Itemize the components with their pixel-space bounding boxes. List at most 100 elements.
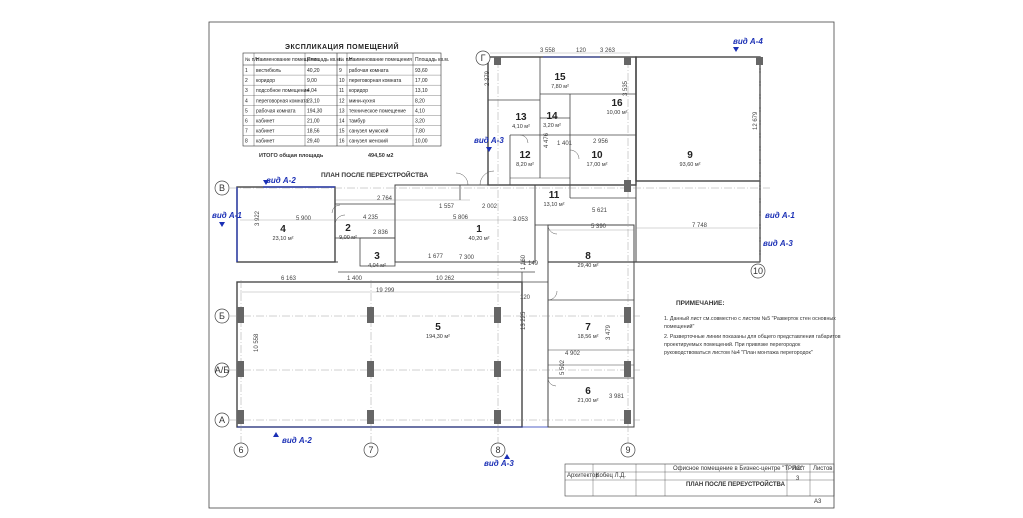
dimension-label: 7 748 xyxy=(692,223,708,229)
room-number: 6 xyxy=(585,386,591,397)
dimension-label: 3 981 xyxy=(609,394,625,400)
room-number: 2 xyxy=(345,223,351,234)
room-area: 29,40 м² xyxy=(578,263,599,269)
table-cell: 8,20 xyxy=(415,98,425,104)
dimension-label: 2 956 xyxy=(593,139,609,145)
dimension-label: 5 900 xyxy=(296,216,312,222)
room-area: 9,00 м² xyxy=(339,235,357,241)
table-cell: мини-кухня xyxy=(349,98,375,104)
room-area: 23,10 м² xyxy=(273,236,294,242)
plan-walls xyxy=(236,56,761,428)
axis-circle xyxy=(620,442,636,458)
table-cell: 14 xyxy=(339,119,345,125)
table-cell: тамбур xyxy=(349,119,366,125)
table-cell: 93,60 xyxy=(415,68,428,74)
table-cell: 3,20 xyxy=(415,119,425,125)
room-area: 194,30 м² xyxy=(426,334,450,340)
view-marker-a4: вид А-4 xyxy=(733,37,763,46)
room-area: 8,20 м² xyxy=(516,162,534,168)
structural-columns xyxy=(237,57,763,424)
stamp-project: Офисное помещение в Бизнес-центре "ТРИО" xyxy=(673,466,803,472)
dimension-label: 5 390 xyxy=(591,224,607,230)
dimension-label: 1 677 xyxy=(428,254,444,260)
room-number: 7 xyxy=(585,322,591,333)
room-area: 7,80 м² xyxy=(551,84,569,90)
stamp-title: ПЛАН ПОСЛЕ ПЕРЕУСТРОЙСТВА xyxy=(686,480,786,488)
room-area: 3,20 м² xyxy=(543,123,561,129)
dimension-label: 7 300 xyxy=(459,255,475,261)
room-area: 4,10 м² xyxy=(512,124,530,130)
door-swings xyxy=(331,134,580,387)
table-cell: подсобное помещение xyxy=(256,88,309,94)
table-cell: техническое помещение xyxy=(349,108,406,114)
table-cell: 4 xyxy=(245,98,248,104)
dimension-label: 1 160 xyxy=(521,254,527,270)
table-cell: 5 xyxy=(245,108,248,114)
table-cell: 10 xyxy=(339,78,345,84)
explication-table: ЭКСПЛИКАЦИЯ ПОМЕЩЕНИЙ № п/пНаименование … xyxy=(242,42,449,159)
dimension-label: 3 479 xyxy=(606,324,612,340)
room-area: 10,00 м² xyxy=(607,110,628,116)
notes-line-1: 1. Данный лист см.совместно с листом №5 … xyxy=(664,315,836,322)
dimension-label: 5 621 xyxy=(592,208,608,214)
table-cell: кабинет xyxy=(256,139,275,145)
view-marker-a2-top: вид А-2 xyxy=(266,176,296,185)
axis-circle xyxy=(475,50,491,66)
table-cell: 11 xyxy=(339,88,344,94)
room-number: 15 xyxy=(554,72,566,83)
room-number: 5 xyxy=(435,322,441,333)
room-number: 9 xyxy=(687,150,693,161)
view-marker-a1-left: вид А-1 xyxy=(212,211,242,220)
table-cell: 23,10 xyxy=(307,98,320,104)
table-cell: 21,00 xyxy=(307,119,320,125)
axis-row-label: Г xyxy=(481,53,486,63)
table-cell: 4,10 xyxy=(415,108,425,114)
room-area: 18,56 м² xyxy=(578,334,599,340)
room-number: 10 xyxy=(591,150,603,161)
view-marker-a3-top: вид А-3 xyxy=(474,136,504,145)
view-marker-a1-right: вид А-1 xyxy=(765,211,795,220)
table-cell: кабинет xyxy=(256,129,275,135)
notes-line-4: проектируемых помещений. При привязке пе… xyxy=(664,341,801,348)
room-area: 13,10 м² xyxy=(544,202,565,208)
table-cell: 7,80 xyxy=(415,129,425,135)
dimension-label: 3 263 xyxy=(600,48,616,54)
room-area: 4,04 м² xyxy=(368,263,386,269)
dimension-label: 120 xyxy=(576,48,587,54)
table-cell: 29,40 xyxy=(307,139,320,145)
dimension-label: 2 764 xyxy=(377,196,393,202)
table-cell: 2 xyxy=(245,78,248,84)
table-cell: рабочая комната xyxy=(256,108,296,114)
table-cell: 1 xyxy=(245,68,248,74)
axis-circle xyxy=(214,362,230,378)
dimension-label: 10 262 xyxy=(436,276,455,282)
table-header-cell: № п/п xyxy=(339,57,353,63)
table-cell: коридор xyxy=(349,88,368,94)
table-cell: 9 xyxy=(339,68,342,74)
dimension-label: 4 235 xyxy=(363,215,379,221)
axis-circle xyxy=(490,442,506,458)
table-header-cell: № п/п xyxy=(245,57,259,63)
notes-title: ПРИМЕЧАНИЕ: xyxy=(676,300,725,307)
dimension-label: 1 557 xyxy=(439,204,455,210)
table-cell: кабинет xyxy=(256,119,275,125)
table-cell: 16 xyxy=(339,139,345,145)
table-cell: 10,00 xyxy=(415,139,428,145)
table-cell: 15 xyxy=(339,129,345,135)
dimension-label: 5 502 xyxy=(560,359,566,375)
table-cell: 12 xyxy=(339,98,345,104)
view-marker-a2-bottom: вид А-2 xyxy=(282,436,312,445)
room-number: 8 xyxy=(585,251,591,262)
axis-circle xyxy=(233,442,249,458)
axis-circle xyxy=(214,412,230,428)
dimension-label: 3 922 xyxy=(255,210,261,226)
dimension-label: 4 902 xyxy=(565,351,581,357)
room-number: 13 xyxy=(515,112,527,123)
stamp-format: А3 xyxy=(814,499,822,505)
axis-row-label: В xyxy=(219,183,225,193)
room-number: 3 xyxy=(374,251,380,262)
axis-col-label: 8 xyxy=(495,445,500,455)
